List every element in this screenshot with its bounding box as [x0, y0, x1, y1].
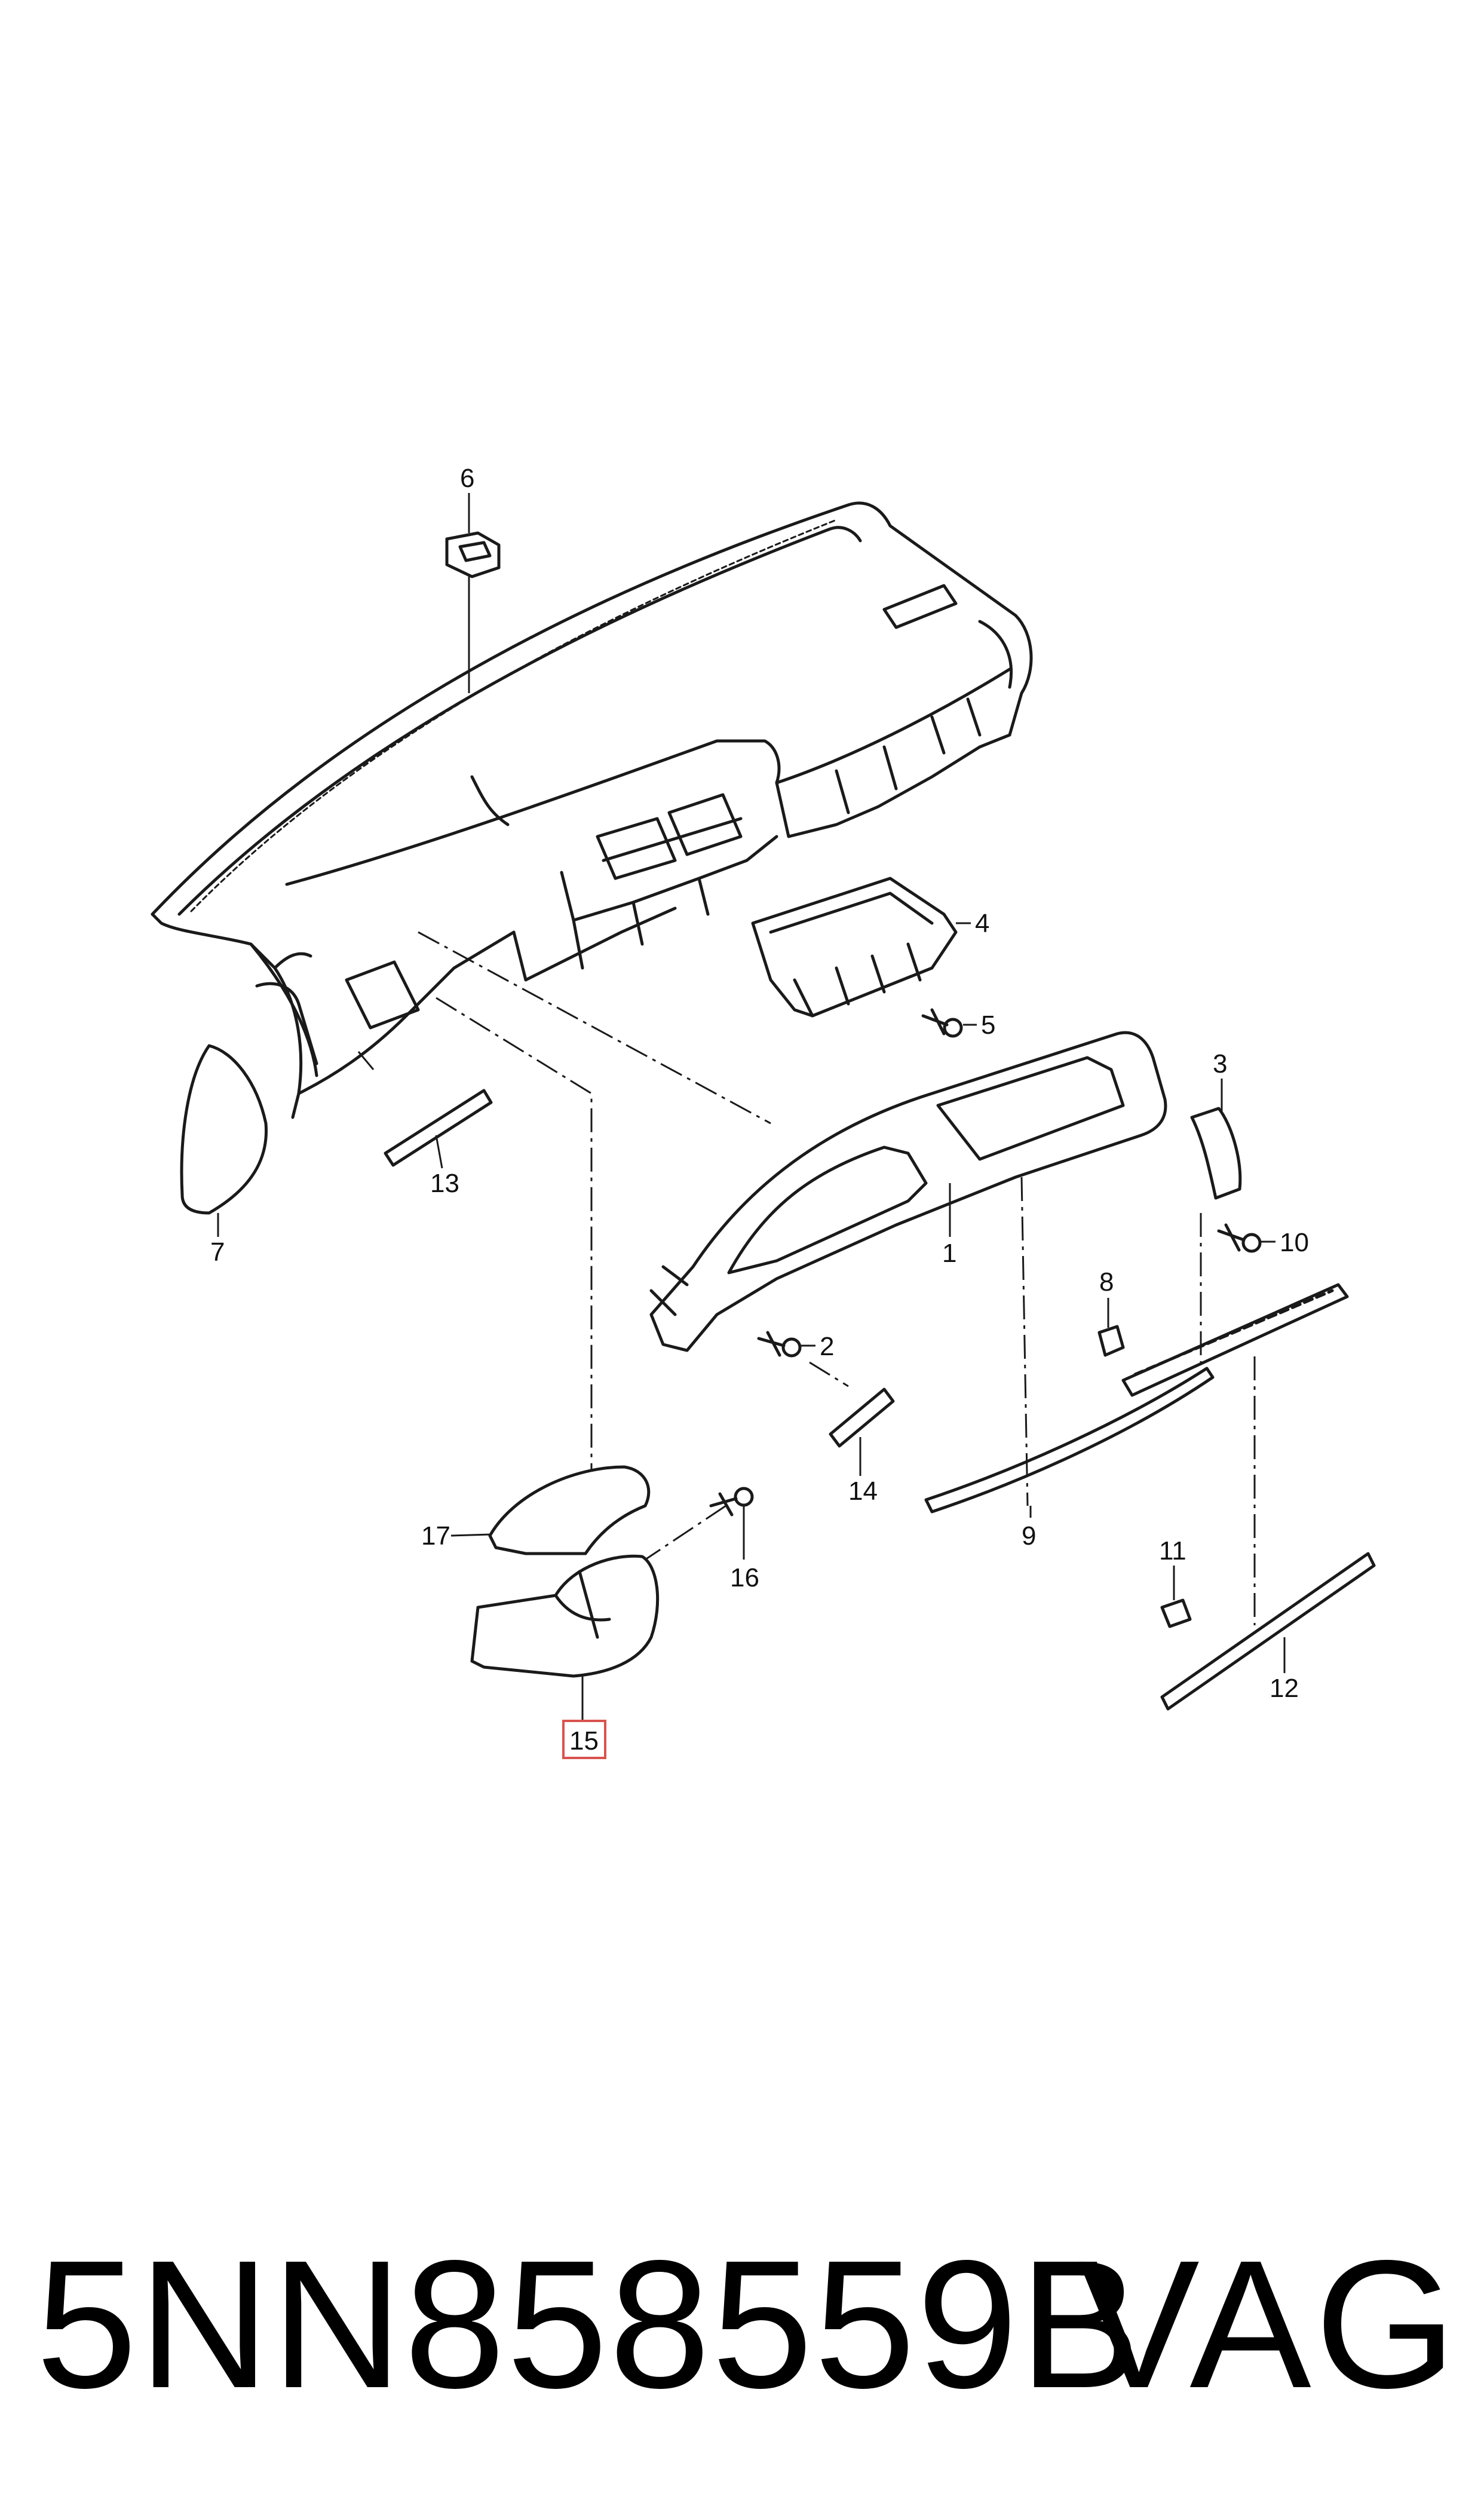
- callout-15-highlight[interactable]: 15: [562, 1720, 606, 1759]
- part-13-strip: [384, 1089, 493, 1167]
- dashboard-body: [151, 501, 1033, 1119]
- part-6-sensor: [445, 531, 501, 578]
- callout-14: 14: [848, 1477, 878, 1506]
- callout-10: 10: [1280, 1228, 1309, 1257]
- callout-2: 2: [820, 1332, 834, 1361]
- highlight-box: [562, 1720, 606, 1759]
- callout-12: 12: [1270, 1674, 1299, 1703]
- part-15-shroud: [470, 1554, 660, 1678]
- callout-5: 5: [981, 1010, 995, 1040]
- callout-1: 1: [942, 1239, 956, 1268]
- part-number: 5NN858559B: [36, 2222, 1142, 2426]
- callout-7: 7: [210, 1237, 225, 1267]
- callout-4: 4: [975, 909, 989, 938]
- callout-11: 11: [1159, 1536, 1186, 1566]
- callout-3: 3: [1213, 1049, 1227, 1079]
- part-4-bracket: [751, 877, 958, 1018]
- part-17-shroud: [488, 1465, 651, 1555]
- part-5-screw: [921, 1008, 963, 1038]
- callout-9: 9: [1022, 1521, 1036, 1551]
- callout-17: 17: [421, 1521, 450, 1551]
- parts-diagram: 6 7 13 4 5 3 1 2 10 8 14 9 11 12 16 17 1…: [151, 464, 1376, 1759]
- part-16-screw: [709, 1487, 754, 1517]
- callout-15: 15: [569, 1726, 599, 1756]
- part-8-clip: [1097, 1325, 1125, 1357]
- part-3-cap: [1190, 1107, 1242, 1200]
- part-1-trim: [649, 1031, 1167, 1352]
- callout-13: 13: [430, 1169, 459, 1198]
- callout-6: 6: [460, 464, 474, 493]
- dashboard-seam: [190, 519, 838, 912]
- part-9-strip: [924, 1367, 1215, 1514]
- callout-16: 16: [730, 1563, 759, 1592]
- callout-8: 8: [1099, 1267, 1114, 1297]
- leader-lines: [357, 931, 1256, 1625]
- part-10-screw: [1217, 1223, 1262, 1253]
- part-12-decor-lower: [1160, 1552, 1376, 1711]
- callout-leaders: [217, 493, 1286, 1720]
- footer: 5NN858559B VAG: [0, 2223, 1484, 2426]
- part-14-strip: [829, 1387, 895, 1448]
- brand-label: VAG: [1078, 2222, 1460, 2426]
- part-7-endcap: [180, 1044, 268, 1215]
- part-2-screw: [757, 1331, 802, 1358]
- part-12-decor-upper: [1121, 1283, 1349, 1397]
- part-11-clip: [1160, 1598, 1192, 1628]
